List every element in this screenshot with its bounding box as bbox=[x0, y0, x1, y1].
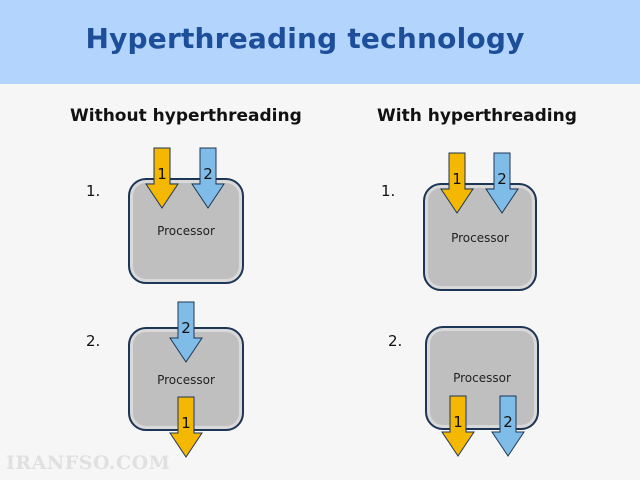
title-banner bbox=[0, 0, 640, 84]
processor-label: Processor bbox=[157, 224, 215, 238]
with-step2-processor: Processor bbox=[425, 326, 539, 430]
thread2-number: 2 bbox=[181, 319, 191, 337]
with-hyperthreading-heading: With hyperthreading bbox=[377, 106, 577, 126]
without-step1-processor: Processor bbox=[128, 178, 244, 284]
thread1-number: 1 bbox=[453, 413, 463, 431]
thread2-arrow: 2 bbox=[485, 152, 519, 214]
without-step2-label: 2. bbox=[86, 332, 101, 350]
watermark: IRANFSO.COM bbox=[6, 452, 171, 474]
thread1-number: 1 bbox=[181, 414, 191, 432]
without-hyperthreading-heading: Without hyperthreading bbox=[70, 106, 302, 126]
thread1-arrow: 1 bbox=[145, 147, 179, 209]
thread1-number: 1 bbox=[452, 170, 462, 188]
thread1-arrow: 1 bbox=[440, 152, 474, 214]
with-step2-label: 2. bbox=[388, 332, 403, 350]
thread1-arrow: 1 bbox=[441, 395, 475, 457]
thread2-arrow: 2 bbox=[191, 147, 225, 209]
thread1-arrow: 1 bbox=[169, 396, 203, 458]
thread2-number: 2 bbox=[203, 165, 213, 183]
thread1-number: 1 bbox=[157, 165, 167, 183]
with-step1-processor: Processor bbox=[423, 183, 537, 291]
with-step1-label: 1. bbox=[381, 182, 396, 200]
thread2-arrow: 2 bbox=[169, 301, 203, 363]
thread2-number: 2 bbox=[497, 170, 507, 188]
processor-label: Processor bbox=[453, 371, 511, 385]
thread2-number: 2 bbox=[503, 413, 513, 431]
processor-label: Processor bbox=[451, 231, 509, 245]
processor-label: Processor bbox=[157, 373, 215, 387]
page-title: Hyperthreading technology bbox=[85, 22, 525, 55]
thread2-arrow: 2 bbox=[491, 395, 525, 457]
without-step1-label: 1. bbox=[86, 182, 101, 200]
